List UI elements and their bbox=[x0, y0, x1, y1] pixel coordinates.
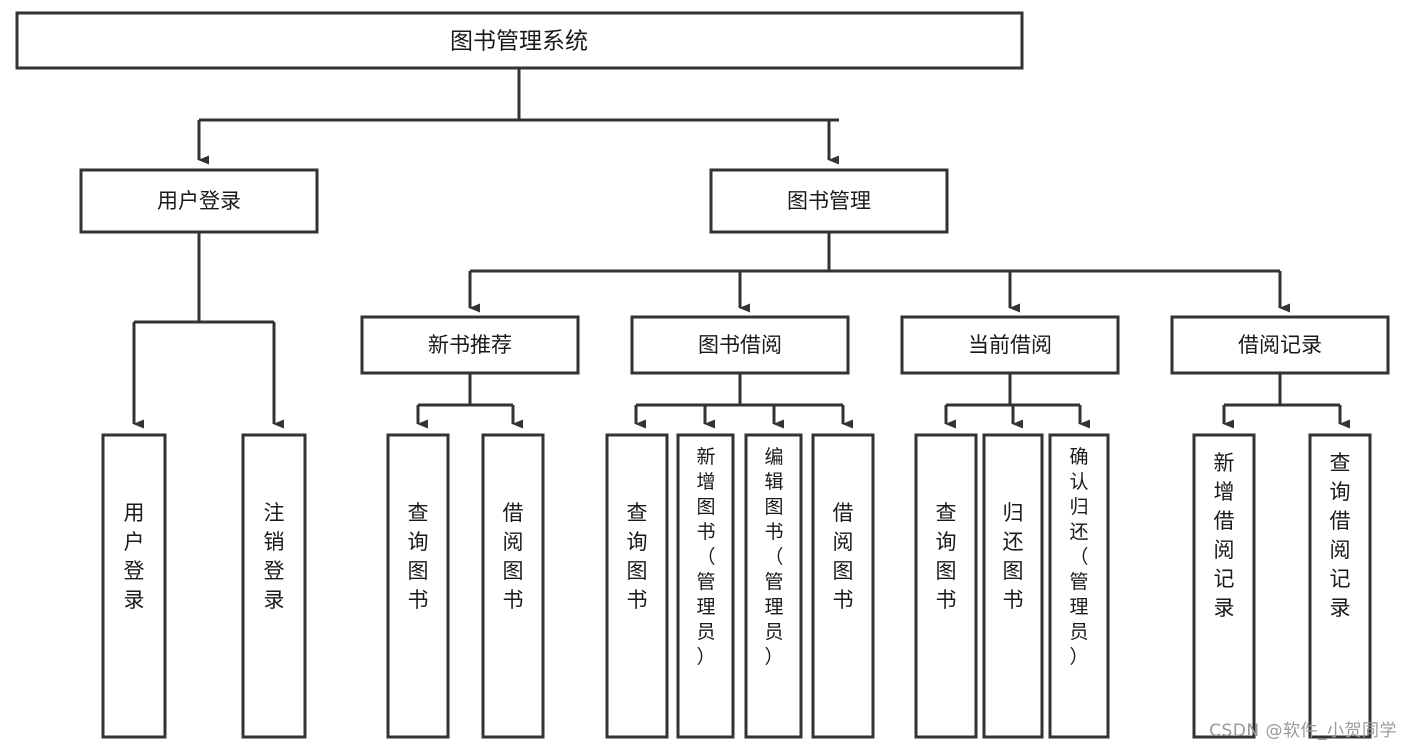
leaf-borrow-record-0-label: 新增借阅记录 bbox=[1214, 451, 1235, 620]
node-new-book-recommend-label: 新书推荐 bbox=[428, 333, 512, 357]
leaf-book-borrow-3[interactable]: 借阅图书 bbox=[811, 433, 875, 739]
leaf-new-book-0[interactable]: 查询图书 bbox=[386, 433, 450, 739]
node-book-borrow[interactable]: 图书借阅 bbox=[630, 315, 850, 375]
node-new-book-recommend-box[interactable] bbox=[360, 315, 580, 375]
leaf-book-borrow-0[interactable]: 查询图书 bbox=[605, 433, 669, 739]
leaf-user-login-1-box[interactable] bbox=[241, 433, 307, 739]
node-root[interactable]: 图书管理系统 bbox=[15, 11, 1024, 70]
leaf-current-borrow-0[interactable]: 查询图书 bbox=[914, 433, 978, 739]
leaf-new-book-0-box[interactable] bbox=[386, 433, 450, 739]
leaf-new-book-0-label: 查询图书 bbox=[408, 501, 429, 612]
leaf-new-book-1-box[interactable] bbox=[481, 433, 545, 739]
leaf-borrow-record-1[interactable]: 查询借阅记录 bbox=[1308, 433, 1372, 739]
leaf-new-book-1[interactable]: 借阅图书 bbox=[481, 433, 545, 739]
leaf-current-borrow-2-label: 确认归还（管理员） bbox=[1069, 446, 1088, 668]
leaf-user-login-0-box[interactable] bbox=[101, 433, 167, 739]
leaf-book-borrow-3-label: 借阅图书 bbox=[833, 501, 854, 612]
leaf-book-borrow-0-box[interactable] bbox=[605, 433, 669, 739]
leaf-borrow-record-1-label: 查询借阅记录 bbox=[1330, 451, 1351, 620]
leaf-borrow-record-1-box[interactable] bbox=[1308, 433, 1372, 739]
node-root-box[interactable] bbox=[15, 11, 1024, 70]
leaf-book-borrow-1-label: 新增图书（管理员） bbox=[696, 446, 715, 668]
leaf-book-borrow-3-box[interactable] bbox=[811, 433, 875, 739]
leaf-current-borrow-1[interactable]: 归还图书 bbox=[982, 433, 1044, 739]
leaf-book-borrow-0-label: 查询图书 bbox=[627, 501, 648, 612]
node-book-manage-box[interactable] bbox=[709, 168, 949, 234]
node-borrow-record-box[interactable] bbox=[1170, 315, 1390, 375]
node-current-borrow-label: 当前借阅 bbox=[968, 333, 1052, 357]
leaf-current-borrow-2[interactable]: 确认归还（管理员） bbox=[1048, 433, 1110, 739]
leaf-user-login-1[interactable]: 注销登录 bbox=[241, 433, 307, 739]
leaf-current-borrow-2-box[interactable] bbox=[1048, 433, 1110, 739]
leaf-current-borrow-1-label: 归还图书 bbox=[1003, 501, 1024, 612]
leaf-book-borrow-1-box[interactable] bbox=[676, 433, 735, 739]
leaf-book-borrow-2[interactable]: 编辑图书（管理员） bbox=[744, 433, 803, 739]
leaf-new-book-1-label: 借阅图书 bbox=[503, 501, 524, 612]
leaf-book-borrow-1[interactable]: 新增图书（管理员） bbox=[676, 433, 735, 739]
leaf-book-borrow-2-label: 编辑图书（管理员） bbox=[764, 446, 783, 668]
leaf-borrow-record-0[interactable]: 新增借阅记录 bbox=[1192, 433, 1256, 739]
leaf-current-borrow-1-box[interactable] bbox=[982, 433, 1044, 739]
connector-layer bbox=[132, 68, 1350, 429]
node-user-login-label: 用户登录 bbox=[157, 189, 241, 213]
node-current-borrow-box[interactable] bbox=[900, 315, 1120, 375]
node-book-manage[interactable]: 图书管理 bbox=[709, 168, 949, 234]
node-user-login-box[interactable] bbox=[79, 168, 319, 234]
leaf-user-login-1-label: 注销登录 bbox=[264, 501, 285, 612]
node-borrow-record-label: 借阅记录 bbox=[1238, 333, 1322, 357]
node-user-login[interactable]: 用户登录 bbox=[79, 168, 319, 234]
node-root-label: 图书管理系统 bbox=[450, 29, 588, 55]
leaf-current-borrow-0-label: 查询图书 bbox=[936, 501, 957, 612]
node-book-borrow-label: 图书借阅 bbox=[698, 333, 782, 357]
leaf-user-login-0[interactable]: 用户登录 bbox=[101, 433, 167, 739]
leaf-borrow-record-0-box[interactable] bbox=[1192, 433, 1256, 739]
leaf-current-borrow-0-box[interactable] bbox=[914, 433, 978, 739]
node-current-borrow[interactable]: 当前借阅 bbox=[900, 315, 1120, 375]
leaf-user-login-0-label: 用户登录 bbox=[124, 501, 145, 612]
node-book-borrow-box[interactable] bbox=[630, 315, 850, 375]
node-book-manage-label: 图书管理 bbox=[787, 189, 871, 213]
node-new-book-recommend[interactable]: 新书推荐 bbox=[360, 315, 580, 375]
leaf-book-borrow-2-box[interactable] bbox=[744, 433, 803, 739]
node-borrow-record[interactable]: 借阅记录 bbox=[1170, 315, 1390, 375]
